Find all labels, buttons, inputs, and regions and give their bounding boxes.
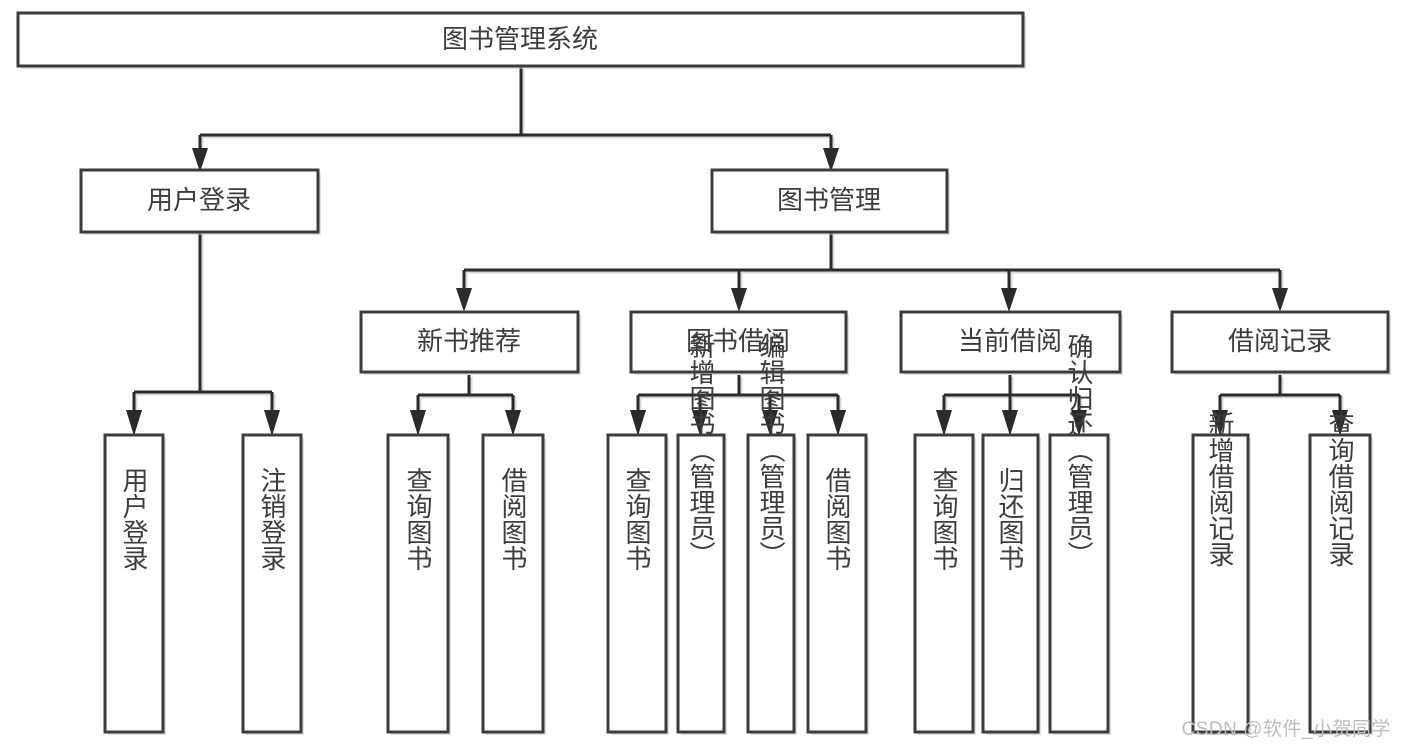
leaf-node-add-record-label: 新增借阅记录 [1205, 411, 1235, 567]
edges-root-to-level2 [192, 67, 839, 172]
arrow-head-icon [830, 410, 846, 436]
node-borrow-record[interactable]: 借阅记录 [1170, 310, 1391, 375]
arrow-head-icon [505, 410, 521, 436]
node-root[interactable]: 图书管理系统 [16, 11, 1026, 69]
arrow-head-icon [1272, 288, 1288, 312]
arrow-head-icon [1071, 410, 1087, 436]
leaf-node-query-record[interactable]: 查询借阅记录 [1308, 411, 1373, 735]
node-book-manage-label: 图书管理 [777, 185, 881, 215]
leaf-node-query-book-b-label: 查询图书 [622, 467, 652, 571]
node-new-book-recommend-label: 新书推荐 [417, 326, 521, 356]
leaf-node-borrow-book-b[interactable]: 借阅图书 [806, 433, 869, 735]
node-user-login[interactable]: 用户登录 [79, 168, 321, 235]
node-root-label: 图书管理系统 [442, 24, 598, 54]
leaf-node-query-book-c[interactable]: 查询图书 [913, 433, 976, 735]
leaf-node-confirm-return[interactable]: 确认归还（管理员） [1048, 333, 1111, 735]
node-user-login-label: 用户登录 [147, 185, 251, 215]
leaf-node-query-book-a[interactable]: 查询图书 [386, 433, 451, 735]
leaf-node-return-book-label: 归还图书 [995, 467, 1025, 571]
leaf-node-confirm-return-label: 确认归还（管理员） [1064, 333, 1094, 567]
edges-userlogin-to-leaves [126, 232, 280, 436]
node-new-book-recommend[interactable]: 新书推荐 [359, 310, 581, 375]
leaf-node-user-login-label: 用户登录 [119, 467, 149, 571]
node-book-manage[interactable]: 图书管理 [710, 168, 950, 235]
leaf-node-add-book-label: 新增图书（管理员） [686, 333, 716, 567]
leaf-node-add-book[interactable]: 新增图书（管理员） [676, 333, 727, 735]
arrow-head-icon [630, 410, 646, 436]
arrow-head-icon [192, 148, 208, 172]
leaf-node-add-record[interactable]: 新增借阅记录 [1191, 411, 1251, 735]
edges-newbook-to-leaves [410, 375, 521, 436]
leaf-node-logout[interactable]: 注销登录 [241, 433, 304, 735]
edges-bookmanage-to-level3 [456, 232, 1288, 312]
node-current-borrow[interactable]: 当前借阅 [899, 310, 1123, 375]
leaf-node-return-book[interactable]: 归还图书 [981, 433, 1041, 735]
arrow-head-icon [126, 410, 142, 436]
leaf-node-borrow-book-a-label: 借阅图书 [498, 467, 528, 571]
leaf-node-user-login[interactable]: 用户登录 [103, 433, 166, 735]
arrow-head-icon [936, 410, 952, 436]
leaf-node-query-book-b[interactable]: 查询图书 [606, 433, 669, 735]
edges-borrowrecord-to-leaves [1212, 375, 1348, 436]
leaf-node-edit-book[interactable]: 编辑图书（管理员） [746, 333, 797, 735]
arrow-head-icon [456, 288, 472, 312]
arrow-head-icon [1212, 410, 1228, 436]
arrow-head-icon [1002, 410, 1018, 436]
arrow-head-icon [1001, 288, 1017, 312]
leaf-node-logout-label: 注销登录 [257, 467, 287, 571]
leaf-node-edit-book-label: 编辑图书（管理员） [756, 333, 786, 567]
leaf-node-borrow-book-b-label: 借阅图书 [822, 467, 852, 571]
edges-currentborrow-to-leaves [936, 375, 1087, 436]
leaf-node-query-book-a-label: 查询图书 [403, 467, 433, 571]
csdn-watermark: CSDN @软件_小贺同学 [1181, 719, 1391, 740]
arrow-head-icon [823, 148, 839, 172]
arrow-head-icon [692, 410, 708, 436]
arrow-head-icon [762, 410, 778, 436]
leaf-node-borrow-book-a[interactable]: 借阅图书 [481, 433, 546, 735]
edges-bookborrow-to-leaves [630, 375, 846, 436]
node-borrow-record-label: 借阅记录 [1228, 326, 1332, 356]
node-book-borrow[interactable]: 图书借阅 [629, 310, 849, 375]
node-book-borrow-label: 图书借阅 [686, 326, 790, 356]
arrow-head-icon [731, 288, 747, 312]
leaf-node-query-record-label: 查询借阅记录 [1325, 411, 1355, 567]
arrow-head-icon [264, 410, 280, 436]
node-current-borrow-label: 当前借阅 [958, 326, 1062, 356]
leaf-node-query-book-c-label: 查询图书 [929, 467, 959, 571]
arrow-head-icon [1332, 410, 1348, 436]
arrow-head-icon [410, 410, 426, 436]
